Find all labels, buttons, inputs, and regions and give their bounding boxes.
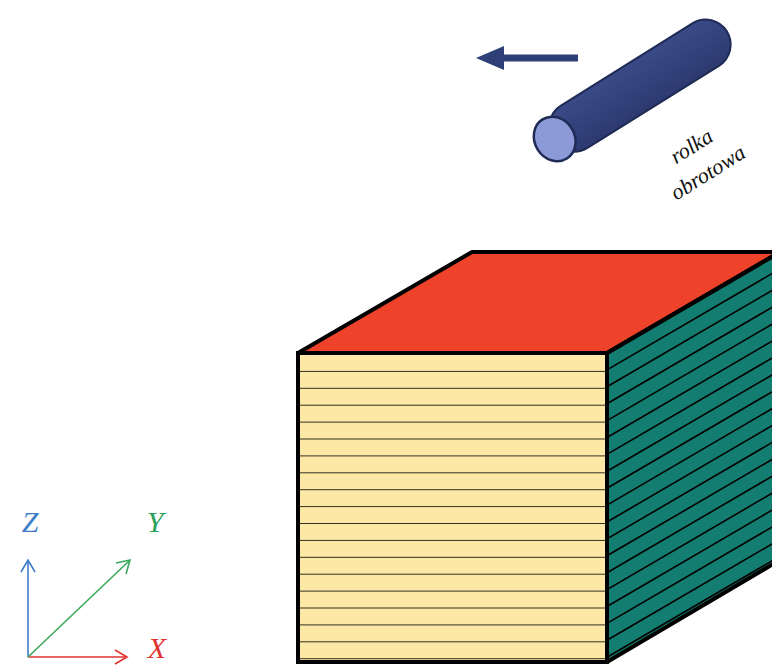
axis-label: Y <box>147 507 164 537</box>
roller-label: rolka obrotowa <box>641 107 758 212</box>
axis-label: X <box>148 633 166 663</box>
motion-arrow <box>476 46 578 70</box>
axis-label: Z <box>22 507 39 537</box>
axes <box>21 560 130 664</box>
layered-cube <box>298 252 772 662</box>
